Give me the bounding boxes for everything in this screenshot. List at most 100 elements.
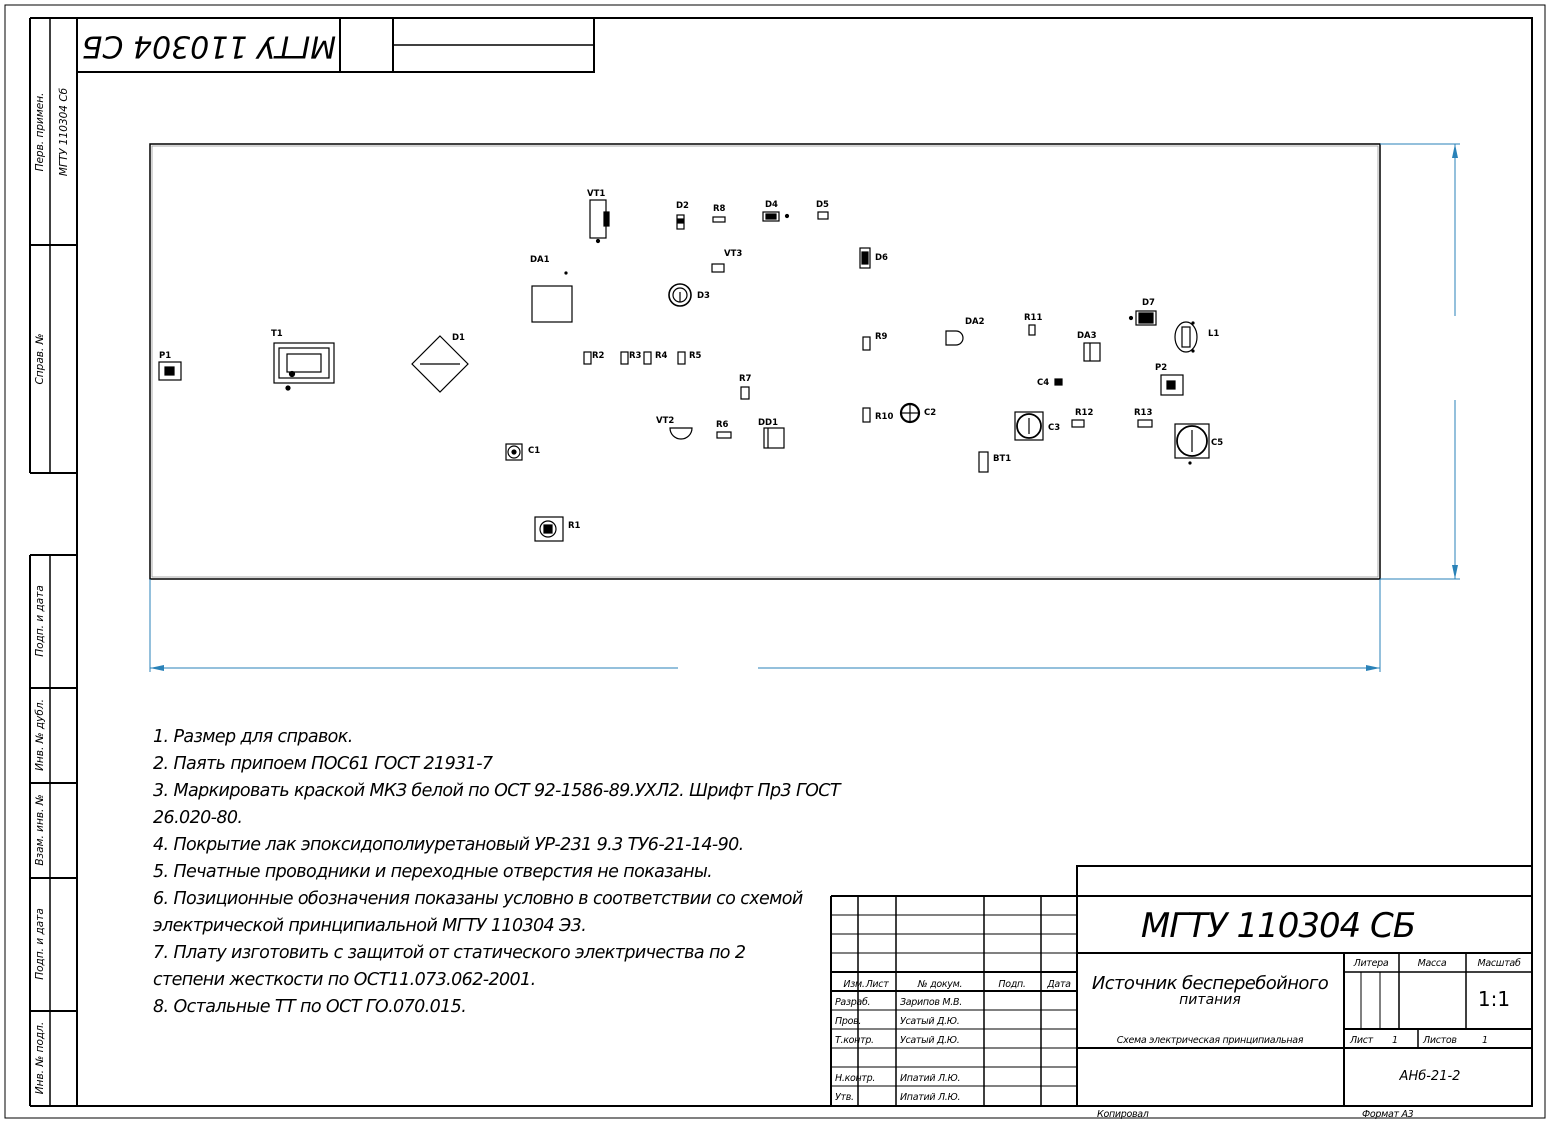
component-r13: R13 — [1134, 408, 1153, 428]
side-sign-date-2: Подп. и дата — [34, 908, 46, 980]
title-block — [830, 865, 1533, 1106]
component-r11: R11 — [1024, 313, 1042, 336]
title-line-2: питания — [1179, 992, 1241, 1008]
col-sign: Подп. — [998, 979, 1025, 990]
svg-text:VT3: VT3 — [724, 249, 742, 259]
col-doc: № докум. — [917, 979, 962, 990]
svg-text:R4: R4 — [655, 351, 668, 361]
component-d2: D2 — [676, 201, 689, 230]
name-checked: Усатый Д.Ю. — [900, 1016, 959, 1027]
component-c1: C1 — [505, 443, 540, 461]
svg-text:DD1: DD1 — [758, 418, 778, 428]
role-checked: Пров. — [835, 1016, 861, 1027]
svg-text:L1: L1 — [1208, 329, 1219, 339]
side-ref-no-label: Справ. № — [34, 333, 46, 384]
component-t1: T1 — [271, 329, 335, 391]
side-first-use-value: МГТУ 110304 Сб — [58, 87, 70, 176]
litera-label: Литера — [1353, 958, 1389, 969]
component-r7: R7 — [739, 374, 752, 400]
note-1: 1. Размер для справок. — [153, 727, 353, 747]
svg-text:R5: R5 — [689, 351, 702, 361]
note-5: 5. Печатные проводники и переходные отве… — [153, 862, 712, 882]
outer-border — [4, 4, 1546, 1119]
name-tech-control: Усатый Д.Ю. — [900, 1035, 959, 1046]
svg-text:R7: R7 — [739, 374, 752, 384]
component-vt2: VT2 — [656, 416, 693, 440]
component-p1: P1 — [158, 351, 182, 381]
component-da3: DA3 — [1077, 331, 1101, 362]
format-label: Формат А3 — [1362, 1109, 1414, 1120]
component-da2: DA2 — [945, 317, 985, 346]
component-r9: R9 — [862, 332, 888, 351]
svg-text:C1: C1 — [528, 446, 540, 456]
sheet-number: 1 — [1392, 1035, 1398, 1046]
name-norm-control: Ипатий Л.Ю. — [900, 1073, 960, 1084]
component-da1: DA1 — [530, 255, 573, 323]
sheets-label: Листов — [1422, 1035, 1457, 1046]
svg-text:R11: R11 — [1024, 313, 1042, 323]
technical-notes: 1. Размер для справок. 2. Паять припоем … — [153, 727, 843, 1017]
svg-text:D6: D6 — [875, 253, 888, 263]
component-r1: R1 — [534, 516, 581, 542]
side-stamp: Перв. примен. МГТУ 110304 Сб Справ. № По… — [29, 17, 77, 1107]
role-approved: Утв. — [835, 1092, 854, 1103]
scale-label: Масштаб — [1477, 958, 1520, 969]
component-d3: D3 — [668, 283, 710, 307]
component-d4: D4 — [762, 200, 790, 222]
component-d1: D1 — [411, 333, 469, 393]
note-7: 7. Плату изготовить с защитой от статиче… — [153, 943, 746, 963]
component-r8: R8 — [712, 204, 726, 223]
document-type: Схема электрическая принципиальная — [1117, 1035, 1304, 1046]
svg-text:DA2: DA2 — [965, 317, 985, 327]
component-vt3: VT3 — [711, 249, 742, 273]
svg-text:R12: R12 — [1075, 408, 1093, 418]
component-c2: C2 — [899, 402, 936, 424]
sheets-total: 1 — [1482, 1035, 1488, 1046]
pcb-outline — [149, 143, 1381, 580]
role-developer: Разраб. — [835, 997, 870, 1008]
role-norm-control: Н.контр. — [835, 1073, 875, 1084]
svg-text:D7: D7 — [1142, 298, 1155, 308]
component-bt1: BT1 — [978, 451, 1011, 473]
svg-text:R10: R10 — [875, 412, 893, 422]
note-6: 6. Позиционные обозначения показаны усло… — [153, 889, 803, 909]
svg-text:DA1: DA1 — [530, 255, 550, 265]
component-p2: P2 — [1155, 363, 1184, 396]
dimension-lines — [149, 143, 1460, 672]
svg-text:R2: R2 — [592, 351, 605, 361]
svg-text:R1: R1 — [568, 521, 581, 531]
title-block-text: Изм. Лист № докум. Подп. Дата Разраб. За… — [835, 906, 1521, 1120]
svg-text:R13: R13 — [1134, 408, 1152, 418]
name-developer: Зарипов М.В. — [900, 997, 962, 1008]
note-3: 3. Маркировать краской МКЗ белой по ОСТ … — [153, 781, 842, 801]
note-2: 2. Паять припоем ПОС61 ГОСТ 21931-7 — [153, 754, 493, 774]
svg-text:R9: R9 — [875, 332, 888, 342]
svg-text:R3: R3 — [629, 351, 642, 361]
side-sign-date-1: Подп. и дата — [34, 585, 46, 657]
component-c3: C3 — [1014, 411, 1060, 441]
component-c4: C4 — [1037, 378, 1063, 388]
component-l1: L1 — [1174, 321, 1219, 353]
component-r3: R3 — [620, 351, 642, 365]
note-7-cont: степени жесткости по ОСТ11.073.062-2001. — [153, 970, 536, 990]
side-first-use-label: Перв. примен. — [34, 93, 46, 172]
svg-text:VT2: VT2 — [656, 416, 674, 426]
svg-text:R6: R6 — [716, 420, 729, 430]
svg-text:R8: R8 — [713, 204, 726, 214]
designation-rotated: МГТУ 110304 СБ — [82, 29, 336, 64]
component-r4: R4 — [643, 351, 668, 365]
name-approved: Ипатий Л.Ю. — [900, 1092, 960, 1103]
col-izm: Изм. — [843, 979, 864, 990]
svg-text:C4: C4 — [1037, 378, 1049, 388]
svg-text:VT1: VT1 — [587, 189, 605, 199]
component-d7: D7 — [1128, 298, 1157, 326]
component-r2: R2 — [583, 351, 605, 365]
rotated-designation-box: МГТУ 110304 СБ — [76, 17, 595, 73]
role-tech-control: Т.контр. — [835, 1035, 874, 1046]
copied-label: Копировал — [1097, 1109, 1149, 1120]
svg-text:D2: D2 — [676, 201, 689, 211]
svg-text:D5: D5 — [816, 200, 829, 210]
component-d6: D6 — [859, 247, 888, 269]
component-r10: R10 — [862, 407, 893, 423]
designation: МГТУ 110304 СБ — [1141, 906, 1415, 946]
